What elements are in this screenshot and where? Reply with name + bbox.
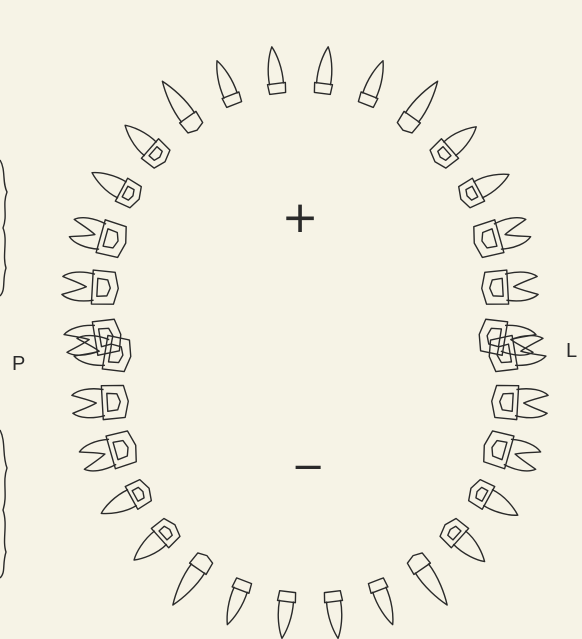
lower-tooth-4 xyxy=(95,477,155,526)
lower-tooth-16 xyxy=(486,330,547,373)
upper-tooth-5 xyxy=(116,116,174,171)
lower-tooth-5 xyxy=(126,515,184,570)
upper-tooth-4 xyxy=(85,162,145,210)
lower-tooth-10 xyxy=(367,578,401,628)
upper-tooth-7 xyxy=(209,57,243,107)
lower-tooth-8 xyxy=(273,591,297,639)
lower-tooth-14 xyxy=(480,429,543,477)
cropped-neighbor-figure xyxy=(0,160,7,578)
upper-arch-sign: + xyxy=(282,192,319,243)
right-side-label: P xyxy=(12,353,25,375)
upper-tooth-11 xyxy=(395,75,446,136)
lower-tooth-7 xyxy=(219,578,253,628)
upper-tooth-12 xyxy=(426,116,484,171)
lower-tooth-1 xyxy=(73,330,134,373)
upper-tooth-10 xyxy=(357,57,391,107)
upper-tooth-16 xyxy=(476,318,537,361)
left-side-label: L xyxy=(566,340,577,362)
lower-tooth-13 xyxy=(465,477,525,526)
upper-tooth-1 xyxy=(63,318,124,361)
upper-tooth-13 xyxy=(455,162,515,210)
lower-tooth-9 xyxy=(323,591,347,639)
lower-tooth-3 xyxy=(77,429,140,477)
lower-tooth-11 xyxy=(405,550,456,611)
lower-tooth-6 xyxy=(165,550,216,611)
upper-tooth-6 xyxy=(154,75,205,136)
upper-tooth-3 xyxy=(67,212,130,260)
lower-tooth-2 xyxy=(71,384,129,421)
upper-tooth-2 xyxy=(61,268,119,305)
lower-tooth-15 xyxy=(491,384,549,421)
lower-arch-sign: − xyxy=(291,444,325,490)
upper-tooth-14 xyxy=(470,212,533,260)
lower-tooth-12 xyxy=(436,515,494,570)
upper-tooth-15 xyxy=(481,268,539,305)
upper-tooth-8 xyxy=(263,46,287,95)
upper-tooth-9 xyxy=(313,46,337,95)
